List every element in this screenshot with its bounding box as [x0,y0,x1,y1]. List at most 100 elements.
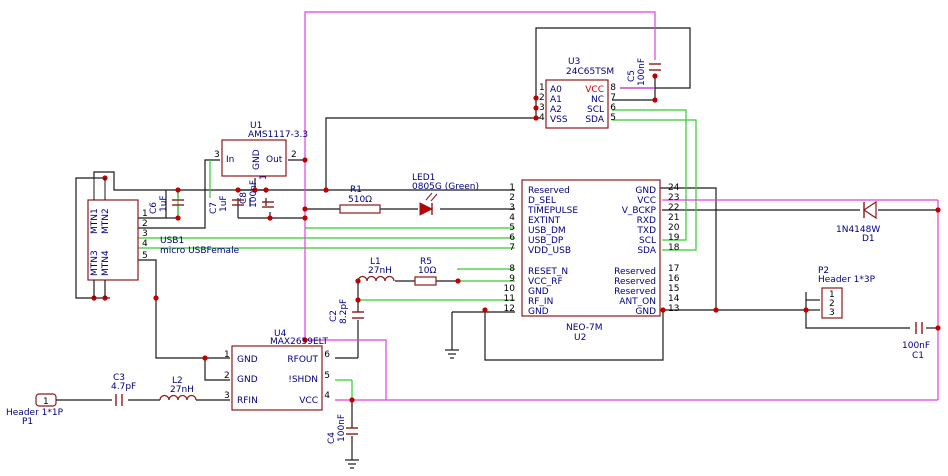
c2-capacitor: C2 8.2pF [329,299,364,324]
u1-pin-out-num: 2 [291,150,297,160]
u2-num-9: 9 [509,274,515,284]
u2-pin-reserved: Reserved [614,277,656,287]
u1-regulator: U1 AMS1117-3.3 In GND Out 3 2 [214,121,308,177]
u2-num-20: 20 [668,223,680,233]
u2-value: NEO-7M [566,323,603,333]
u2-num-12: 12 [504,304,515,314]
r5-ref: R5 [420,257,432,267]
u2-num-23: 23 [668,193,679,203]
u2-left-pins: Reserved1D_SEL2TIMEPULSE3EXTINT4USB_DM5U… [504,183,579,317]
c7-ref: C7 [209,202,219,214]
u4-num-4: 4 [324,391,330,401]
u2-num-21: 21 [668,213,679,223]
usb1-pin1-num: 1 [142,209,148,219]
c6-capacitor: C6 1uF [149,195,184,214]
u3-pin-nc: NC [591,95,604,105]
u3-pin-a1: A1 [550,95,562,105]
led1-ref: LED1 [412,173,435,183]
u2-num-4: 4 [509,213,515,223]
p2-header: P2 Header 1*3P 1 2 3 [818,266,876,319]
u2-pin-timepulse: TIMEPULSE [527,206,578,216]
p1-header: 1 Header 1*1P P1 [6,393,64,427]
c7-capacitor: C7 1uF [209,195,244,214]
u2-num-8: 8 [509,264,515,274]
p2-pin1: 1 [829,290,835,300]
u2-num-3: 3 [509,203,515,213]
c3-capacitor: C3 4.7pF [111,373,136,406]
u2-num-10: 10 [504,284,516,294]
c2-value: 8.2pF [339,299,349,324]
u2-gps-module: NEO-7M U2 Reserved1D_SEL2TIMEPULSE3EXTIN… [504,179,680,343]
u4-pin-gnd2: GND [237,375,258,385]
u4-ref: U4 [274,329,287,339]
u3-ref: U3 [568,57,580,67]
u2-num-16: 16 [668,274,680,284]
wires-magenta [304,11,939,401]
l1-ref: L1 [370,257,381,267]
u2-num-17: 17 [668,264,679,274]
usb1-pin3-num: 3 [142,229,148,239]
p2-pin3: 3 [829,308,835,318]
u2-pin-rf_in: RF_IN [528,297,553,307]
u3-pin-sda: SDA [585,115,604,125]
u3-pin-scl: SCL [587,105,604,115]
u2-num-6: 6 [509,233,515,243]
u2-num-15: 15 [668,284,679,294]
u2-pin-v_bckp: V_BCKP [622,206,657,216]
u4-num-1: 1 [224,350,230,360]
c4-value: 100nF [337,414,347,442]
p2-value: Header 1*3P [818,275,876,285]
c3-ref: C3 [113,373,125,383]
p1-value: Header 1*1P [6,408,64,418]
c6-ref: C6 [149,202,159,214]
u2-pin-usb_dm: USB_DM [528,226,566,236]
u2-num-24: 24 [668,183,680,193]
d1-diode: 1N4148W D1 [836,200,880,244]
u4-num-5: 5 [324,371,330,381]
c5-ref: C5 [627,70,637,82]
u1-pin-out: Out [266,155,283,165]
u3-value: 24C65TSM [566,67,614,77]
u2-pin-d_sel: D_SEL [528,196,556,206]
usb1-ref: USB1 [160,236,184,246]
u3-pin-vcc: VCC [585,85,604,95]
u3-num-4: 4 [539,113,545,123]
u4-num-3: 3 [224,391,230,401]
c8-capacitor: C8 100nF 1 [239,174,274,208]
u4-left-pins: GND GND RFIN 1 2 3 [224,350,258,406]
u4-pin-gnd1: GND [237,355,258,365]
u1-ref: U1 [250,121,262,131]
u2-pin-usb_dp: USB_DP [528,236,564,246]
u2-num-13: 13 [668,304,679,314]
u3-pin-a0: A0 [550,85,562,95]
u2-num-5: 5 [509,223,515,233]
r1-ref: R1 [350,185,362,195]
c3-value: 4.7pF [111,382,136,392]
l2-ref: L2 [172,376,183,386]
u4-num-2: 2 [224,371,230,381]
u3-num-6: 6 [610,103,616,113]
u3-left-pins: A0 A1 A2 VSS 1 2 3 4 [539,83,568,125]
junctions [91,73,941,403]
c4-ref: C4 [327,432,337,444]
d1-value: 1N4148W [836,225,880,235]
c5-capacitor: C5 100nF [627,58,661,86]
u4-lna: U4 MAX2659ELT GND GND RFIN 1 2 3 RFOUT !… [224,329,330,411]
u1-pin-gnd: GND [252,149,262,170]
r5-resistor: R5 10Ω [414,257,437,286]
usb1-mtn4: MTN4 [101,250,111,276]
u2-num-7: 7 [509,243,515,253]
c8-value: 100nF [249,180,259,208]
c5-value: 100nF [637,58,647,86]
u1-value: AMS1117-3.3 [248,130,308,140]
u2-num-22: 22 [668,203,679,213]
u2-pin-scl: SCL [639,236,656,246]
u3-num-2: 2 [539,93,545,103]
usb1-connector: MTN1 MTN2 MTN3 MTN4 1 2 3 4 5 USB1 micro… [87,178,240,298]
u2-ref: U2 [574,333,586,343]
usb1-pin5-num: 5 [142,251,148,261]
u2-pin-extint: EXTINT [528,216,561,226]
l1-value: 27nH [368,266,392,276]
r5-value: 10Ω [418,266,436,276]
c1-ref: C1 [912,351,924,361]
